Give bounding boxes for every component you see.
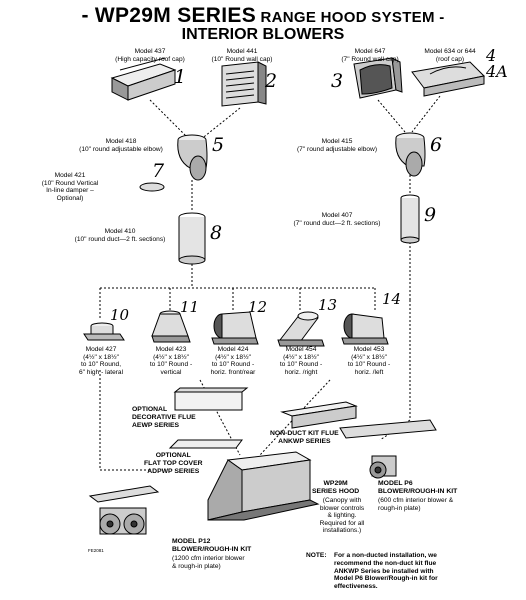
decorative-flue-drawing	[173, 387, 249, 411]
note-label: NOTE:	[306, 552, 327, 559]
label-model-634: Model 634 or 644 (roof cap)	[424, 48, 476, 63]
transition-453-drawing	[341, 313, 389, 345]
rough-in-plate-left	[88, 485, 160, 503]
label-non-duct-flue: NON-DUCT KIT FLUE ANKWP SERIES	[270, 430, 339, 445]
transition-454-drawing	[277, 311, 325, 347]
non-duct-flue-drawing	[280, 401, 437, 439]
label-p6-desc: (600 cfm interior blower & rough-in plat…	[378, 497, 454, 512]
label-hood-title: WP29M SERIES HOOD	[312, 480, 360, 495]
label-model-437: Model 437 (High capacity roof cap)	[115, 48, 185, 63]
label-p6-title: MODEL P6 BLOWER/ROUGH-IN KIT	[378, 480, 458, 495]
label-p12-title: MODEL P12 BLOWER/ROUGH-IN KIT	[172, 538, 252, 553]
callout-3: 3	[331, 70, 344, 92]
callout-8: 8	[210, 222, 223, 244]
blower-p6-drawing	[369, 455, 397, 479]
transition-423-drawing	[151, 310, 191, 343]
blower-p12-drawing	[99, 507, 147, 535]
duct-407-drawing	[400, 194, 420, 244]
callout-7: 7	[152, 160, 165, 182]
callout-13: 13	[318, 296, 338, 314]
label-model-407: Model 407 (7" round duct—2 ft. sections)	[293, 212, 381, 227]
label-model-441: Model 441 (10" Round wall cap)	[211, 48, 273, 63]
callout-4: 4 4A	[486, 46, 508, 81]
callout-10: 10	[110, 306, 130, 324]
diagram-title: - WP29M SERIES RANGE HOOD SYSTEM -	[0, 4, 526, 28]
figure-code: FE2081	[88, 548, 104, 553]
label-model-424: Model 424 (4½" x 18½" to 10" Round - hor…	[210, 346, 256, 376]
title-suffix: RANGE HOOD SYSTEM -	[256, 9, 445, 26]
label-model-423: Model 423 (4½" x 18½" to 10" Round - ver…	[149, 346, 193, 376]
elbow-415-drawing	[395, 132, 426, 177]
roof-cap-437-drawing	[110, 57, 177, 101]
elbow-418-drawing	[177, 134, 208, 181]
label-model-421: Model 421 (10" Round Vertical In-line da…	[41, 172, 99, 202]
note-text: For a non-ducted installation, we recomm…	[334, 552, 438, 591]
title-main: - WP29M SERIES	[81, 4, 257, 27]
duct-410-drawing	[178, 212, 206, 265]
callout-6: 6	[430, 134, 443, 156]
label-model-415: Model 415 (7" round adjustable elbow)	[296, 138, 378, 153]
label-model-418: Model 418 (10" round adjustable elbow)	[79, 138, 163, 153]
callout-1: 1	[174, 66, 187, 88]
wall-cap-647-drawing	[353, 57, 403, 99]
flat-top-cover-drawing	[168, 439, 243, 449]
damper-421-drawing	[139, 182, 165, 192]
label-model-454: Model 454 (4½" x 18½" to 10" Round - hor…	[279, 346, 323, 376]
callout-14: 14	[382, 290, 402, 308]
transition-427-drawing	[83, 322, 125, 341]
label-model-427: Model 427 (4½" x 18½" to 10" Round, 6" h…	[78, 346, 124, 376]
roof-cap-634-drawing	[411, 61, 486, 97]
callout-12: 12	[248, 298, 268, 316]
label-decorative-flue: OPTIONAL DECORATIVE FLUE AEWP SERIES	[132, 406, 196, 429]
label-model-453: Model 453 (4½" x 18½" to 10" Round - hor…	[347, 346, 391, 376]
callout-2: 2	[265, 70, 278, 92]
label-p12-desc: (1200 cfm interior blower & rough-in pla…	[172, 555, 245, 570]
label-hood-desc: (Canopy with blower controls & lighting.…	[319, 497, 365, 535]
label-flat-top-cover: OPTIONAL FLAT TOP COVER ADPWP SERIES	[144, 452, 203, 475]
callout-11: 11	[180, 298, 200, 316]
diagram-subtitle: INTERIOR BLOWERS	[181, 26, 345, 43]
range-hood-drawing	[207, 451, 320, 521]
label-model-647: Model 647 (7" Round wall cap)	[341, 48, 399, 63]
callout-9: 9	[424, 204, 437, 226]
transition-424-drawing	[211, 311, 259, 345]
wall-cap-441-drawing	[221, 61, 267, 107]
callout-5: 5	[212, 134, 225, 156]
label-model-410: Model 410 (10" round duct—2 ft. sections…	[74, 228, 166, 243]
